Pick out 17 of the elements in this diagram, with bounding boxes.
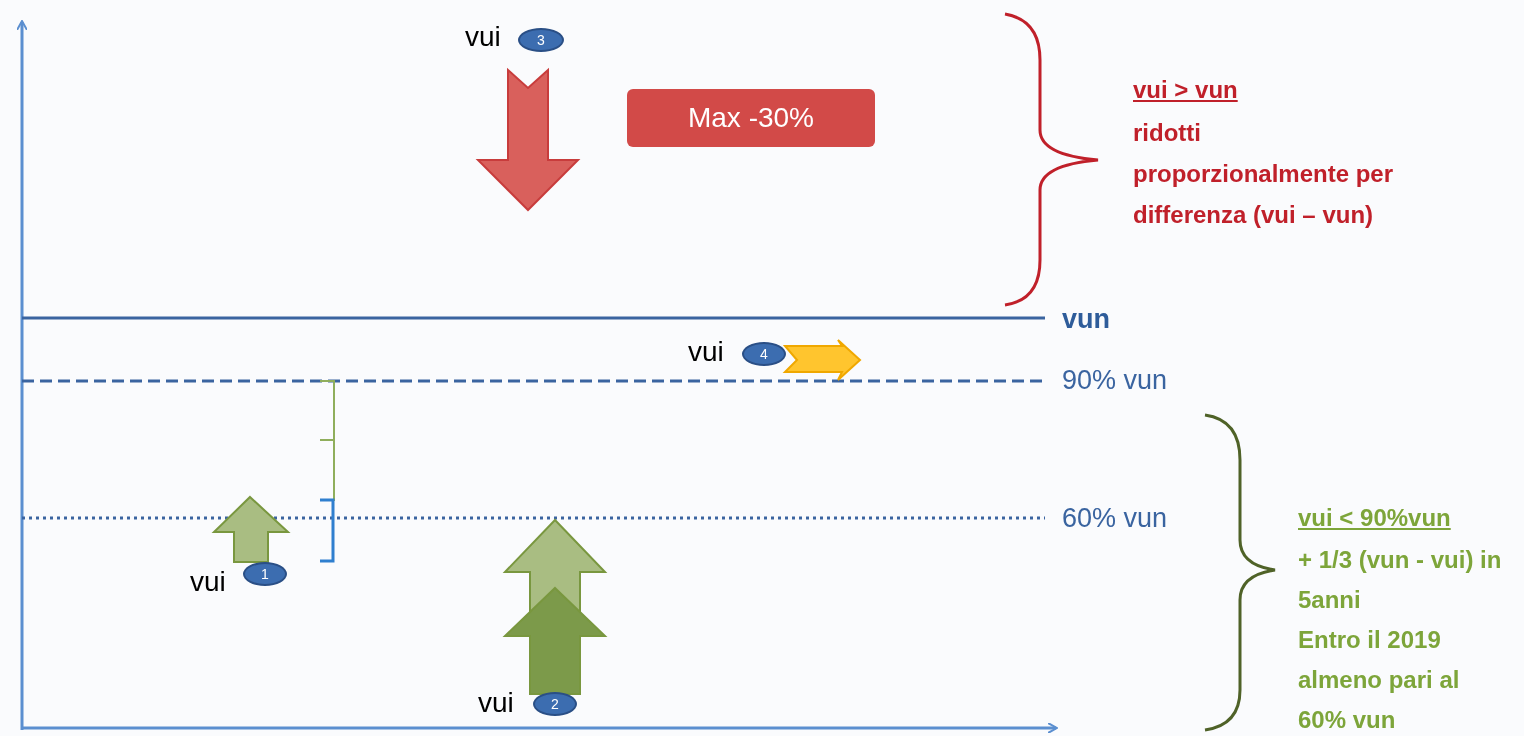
number-badge: 1 [243, 562, 287, 586]
rule-text: Entro il 2019 almeno pari al 60% vun [1298, 625, 1461, 735]
number-badge: 2 [533, 692, 577, 716]
line-label: 60% vun [1062, 502, 1169, 534]
number-badge: 4 [742, 342, 786, 366]
axis-label: vui [465, 20, 502, 54]
rule-text: + 1/3 (vun - vui) in 5anni [1298, 545, 1503, 615]
axis-label: vui [190, 565, 227, 599]
axis-label: vui [478, 686, 515, 720]
condition-heading: vui > vun [1133, 75, 1239, 105]
line-label: vun [1062, 303, 1111, 335]
rule-text: ridotti proporzionalmente per differenza (vui – vun) [1133, 118, 1395, 230]
label-box: Max -30% [627, 89, 875, 147]
line-label: 90% vun [1062, 364, 1169, 396]
number-badge: 3 [518, 28, 564, 52]
axis-label: vui [688, 335, 725, 369]
condition-heading: vui < 90%vun [1298, 503, 1452, 533]
